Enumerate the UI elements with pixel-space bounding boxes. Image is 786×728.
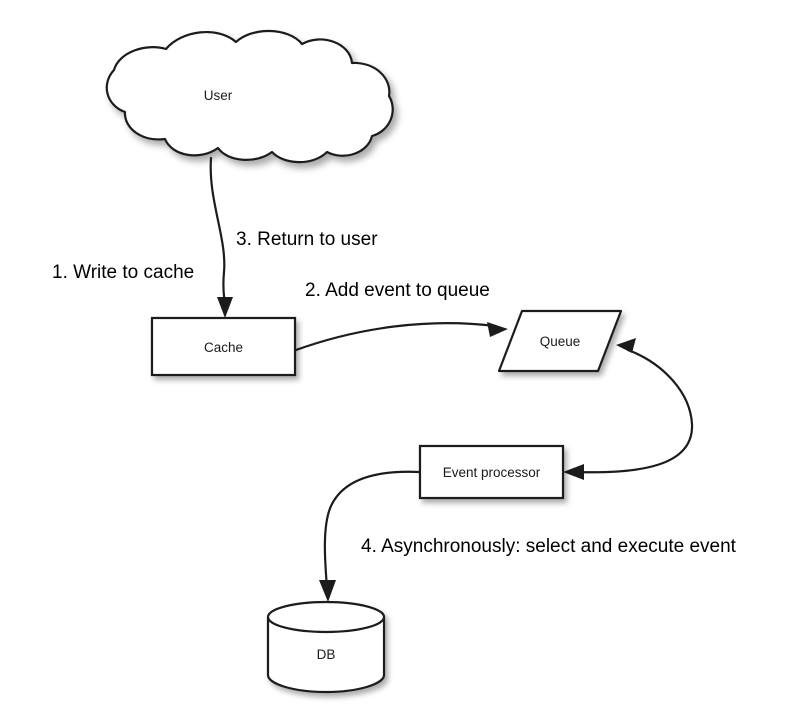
edge-label-step1: 1. Write to cache — [52, 262, 194, 283]
node-label-db: DB — [317, 647, 336, 662]
edge-user-to-cache-path — [209, 156, 227, 308]
edge-cache-to-queue[interactable] — [294, 322, 508, 352]
node-label-event-processor: Event processor — [443, 465, 541, 480]
edge-processor-to-db[interactable] — [319, 470, 422, 602]
node-label-cache: Cache — [204, 340, 243, 355]
edge-user-to-cache[interactable] — [209, 156, 233, 318]
node-user[interactable]: User — [105, 29, 394, 164]
cloud-shape — [105, 29, 394, 164]
edge-label-step4: 4. Asynchronously: select and execute ev… — [361, 536, 737, 557]
edge-processor-to-queue[interactable] — [563, 338, 694, 480]
node-label-user: User — [204, 88, 233, 103]
db-top-ellipse — [266, 600, 386, 634]
node-cache[interactable]: Cache — [150, 316, 297, 377]
arrowhead-db — [319, 580, 336, 602]
edge-processor-to-db-path — [323, 470, 422, 590]
arrowhead-processor-right — [563, 464, 584, 480]
edge-processor-to-queue-path — [574, 348, 694, 474]
node-queue[interactable]: Queue — [497, 309, 623, 373]
edge-label-step2: 2. Add event to queue — [305, 280, 490, 301]
db-body-shape — [266, 616, 386, 694]
node-label-queue: Queue — [540, 334, 581, 349]
arrowhead-queue-left — [487, 322, 508, 337]
node-event-processor[interactable]: Event processor — [418, 444, 565, 500]
event-processor-shape — [418, 444, 565, 500]
arrowhead-cache — [217, 297, 233, 318]
node-db[interactable]: DB — [266, 600, 386, 694]
cache-shape — [150, 316, 297, 377]
edge-label-step3: 3. Return to user — [236, 229, 378, 250]
arrowhead-queue-right — [616, 338, 636, 353]
edge-cache-to-queue-path — [294, 322, 497, 352]
queue-shape — [497, 309, 623, 373]
